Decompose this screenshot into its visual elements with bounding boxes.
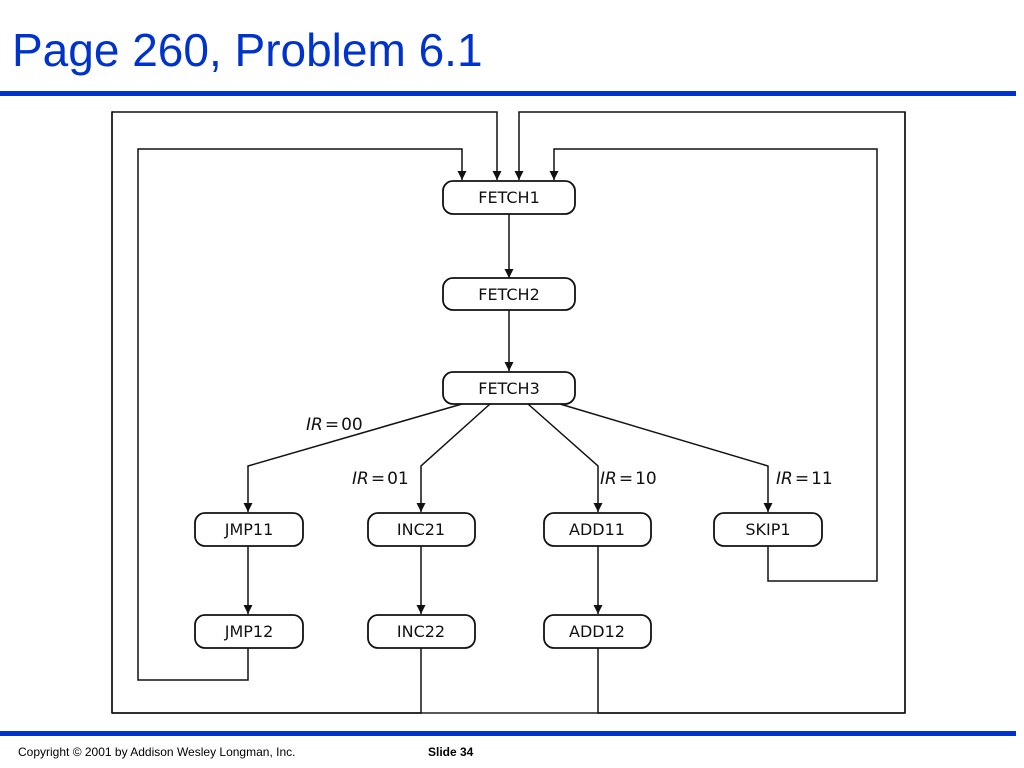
state-label: INC21: [397, 520, 445, 539]
footer-divider: [0, 731, 1016, 736]
edge-fetch3-skip1: [559, 403, 773, 512]
condition-ir-01: IR=01: [352, 469, 409, 489]
state-label: INC22: [397, 622, 445, 641]
state-fetch2: FETCH2: [442, 277, 576, 311]
state-inc21: INC21: [367, 512, 476, 547]
condition-ir-11: IR=11: [776, 469, 833, 489]
slide-title: Page 260, Problem 6.1: [12, 24, 483, 76]
feedback-lines: [111, 111, 906, 714]
condition-ir-10: IR=10: [600, 469, 657, 489]
title-divider: [0, 91, 1016, 96]
state-label: FETCH3: [478, 379, 540, 398]
footer-copyright: Copyright © 2001 by Addison Wesley Longm…: [18, 745, 296, 759]
edge-add12-fetch1: [514, 111, 906, 714]
state-fetch1: FETCH1: [442, 180, 576, 215]
state-label: JMP12: [224, 622, 274, 641]
state-label: FETCH1: [478, 188, 540, 207]
state-jmp11: JMP11: [194, 512, 304, 547]
state-label: ADD11: [569, 520, 625, 539]
branch-transitions: [243, 403, 773, 512]
state-inc22: INC22: [367, 614, 476, 649]
main-transitions: [243, 214, 603, 614]
state-fetch3: FETCH3: [442, 371, 576, 405]
state-add11: ADD11: [543, 512, 652, 547]
edge-jmp12-fetch1: [137, 148, 467, 681]
edge-fetch3-jmp11: [243, 403, 463, 512]
edge-fetch3-add11: [527, 403, 603, 512]
state-label: SKIP1: [745, 520, 790, 539]
state-label: JMP11: [224, 520, 274, 539]
state-skip1: SKIP1: [713, 512, 823, 547]
edge-inc22-fetch1: [111, 111, 502, 714]
edge-skip1-fetch1: [549, 148, 878, 582]
state-label: ADD12: [569, 622, 625, 641]
footer-slide-number: Slide 34: [428, 745, 474, 759]
edge-fetch3-inc21: [416, 403, 491, 512]
condition-ir-00: IR=00: [306, 415, 363, 435]
state-jmp12: JMP12: [194, 614, 304, 649]
state-label: FETCH2: [478, 285, 540, 304]
state-add12: ADD12: [543, 614, 652, 649]
